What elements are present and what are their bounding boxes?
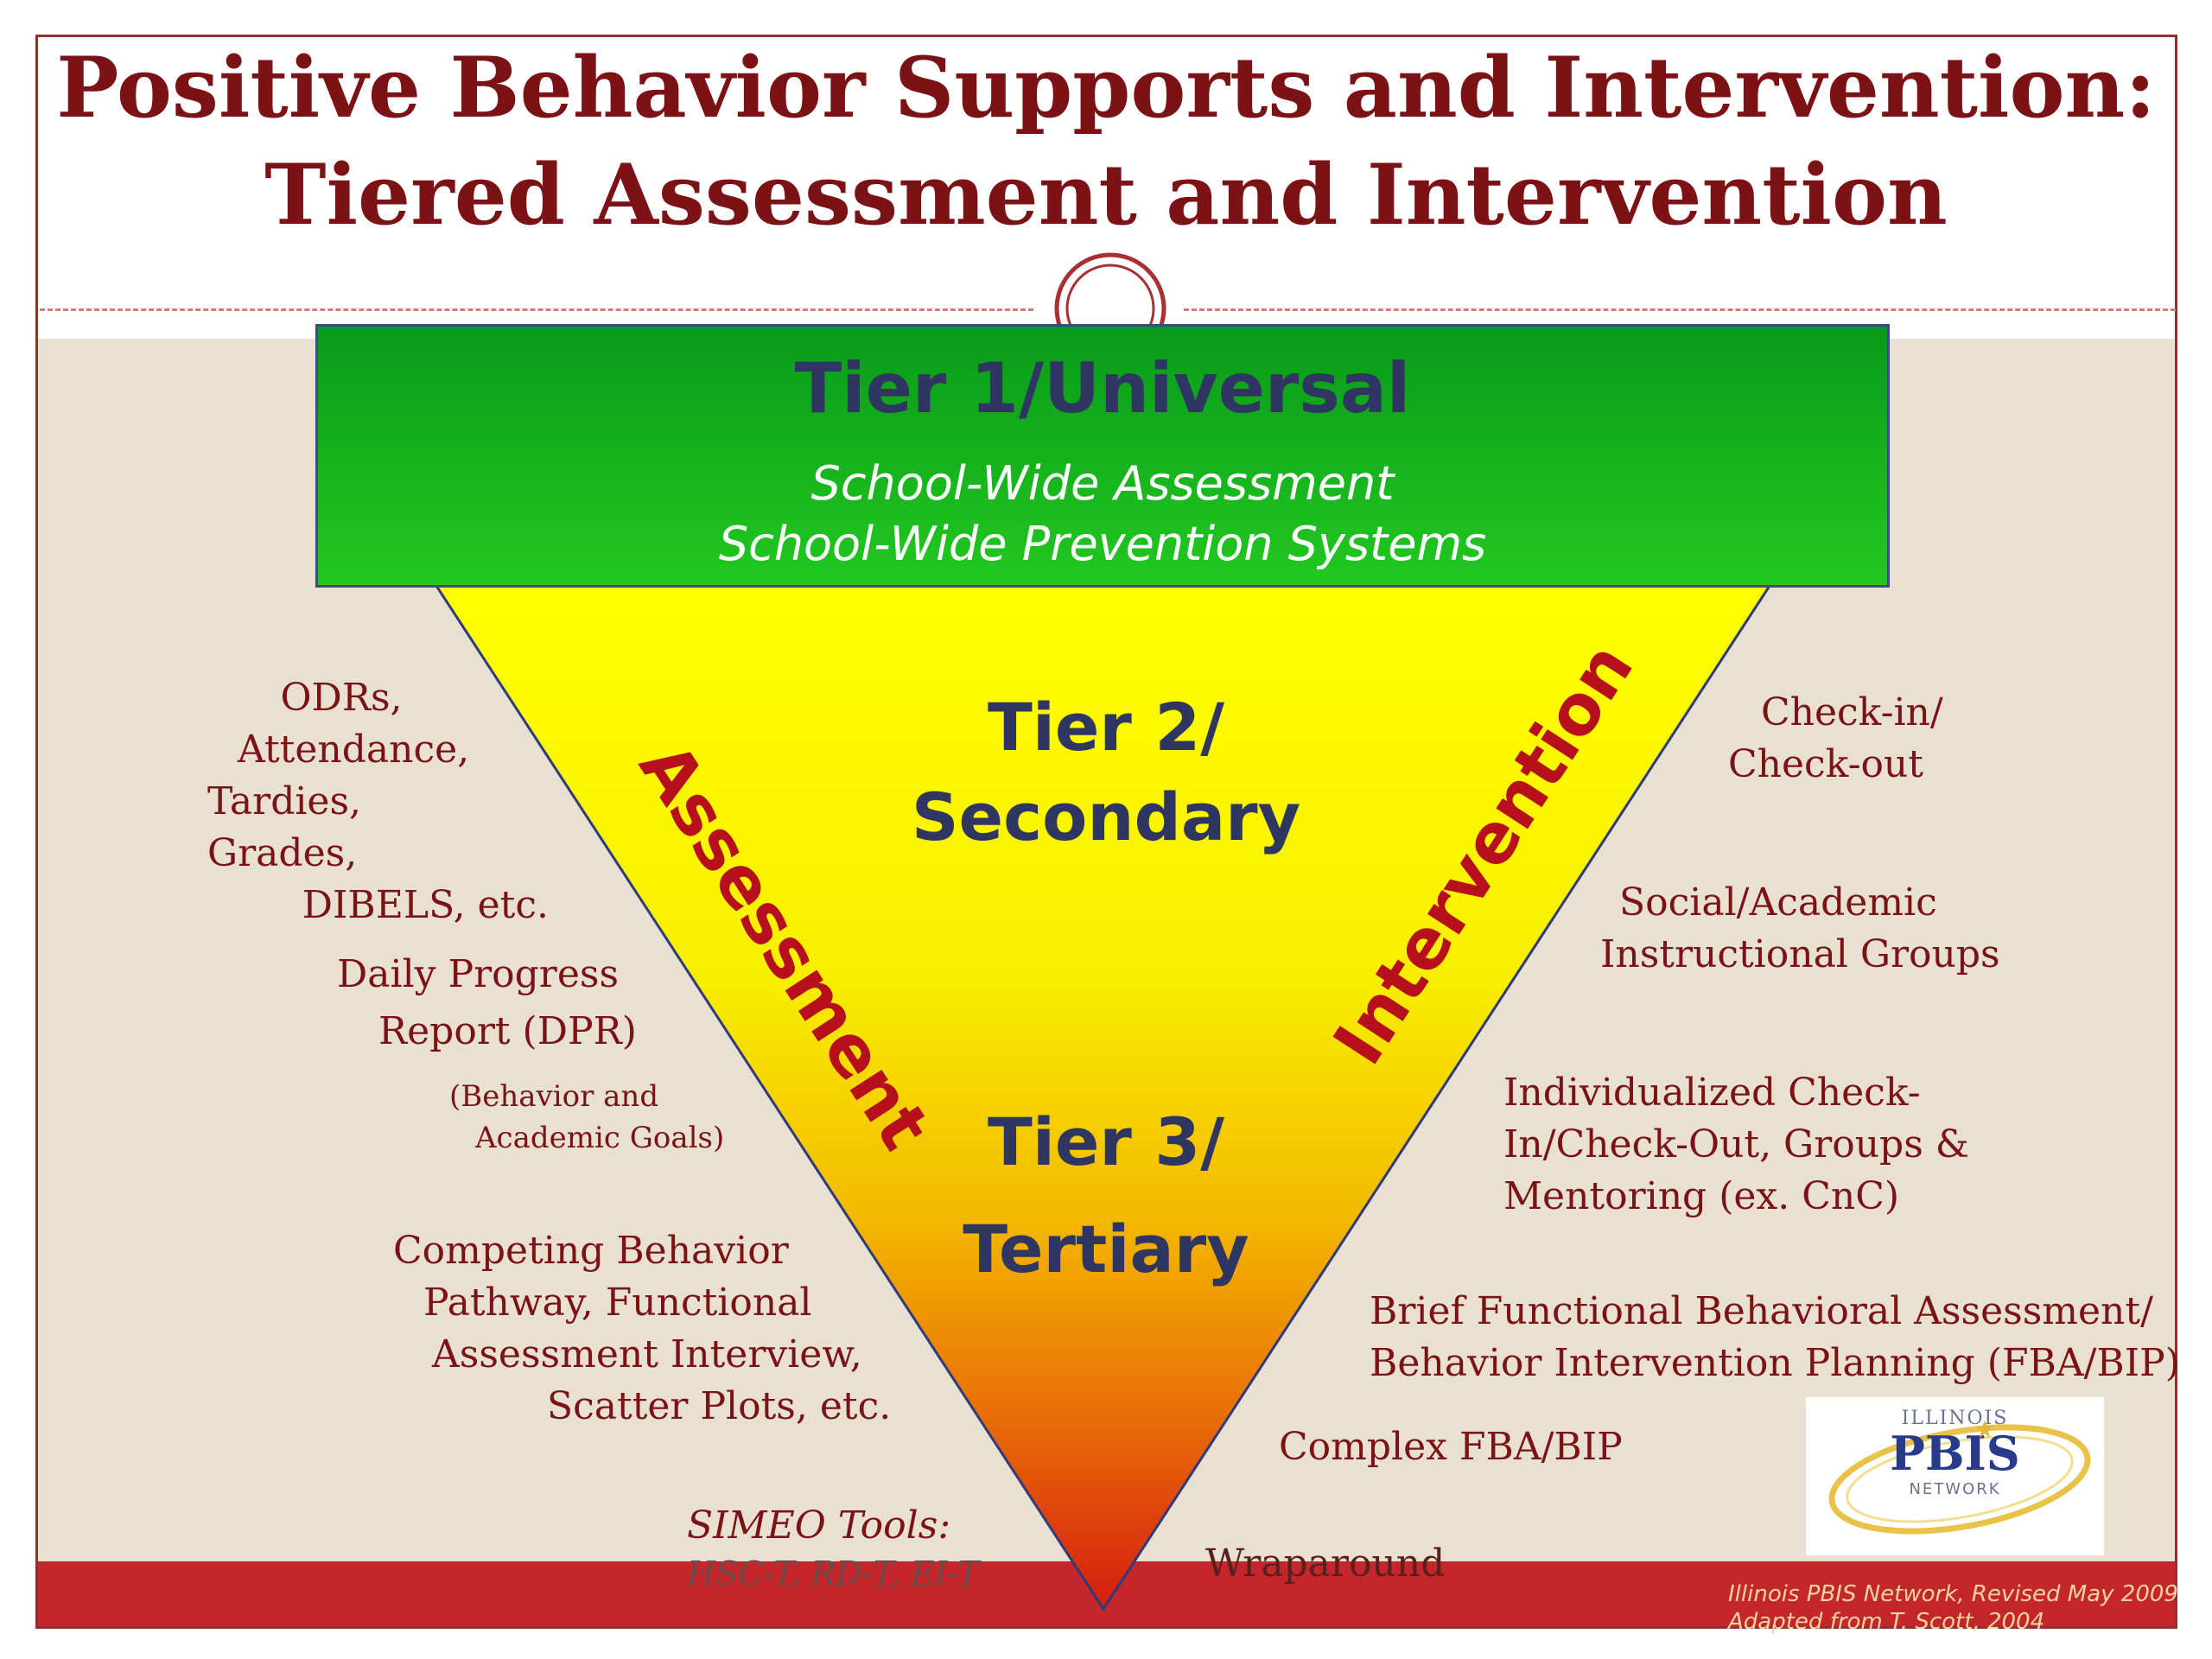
simeo-line-2: HSC-T, RD-T, EI-T <box>687 1554 980 1592</box>
assessment-competing: Competing Behavior Pathway, Functional A… <box>385 1225 903 1433</box>
tier2-label: Tier 2/ Secondary <box>830 683 1382 862</box>
assessment-simeo: SIMEO Tools: <box>687 1502 1084 1550</box>
ring-ornament-icon <box>1054 252 1166 341</box>
intervention-checkin: Check-in/ Check-out <box>1728 687 2091 791</box>
tier3-line-2: Tertiary <box>963 1211 1249 1287</box>
brief-fba-line-2: Behavior Intervention Planning (FBA/BIP) <box>1370 1341 2180 1385</box>
dpr-note-line-1: (Behavior and <box>449 1079 659 1114</box>
simeo-line-1: SIMEO Tools: <box>687 1503 951 1548</box>
tier1-box <box>315 324 1890 588</box>
social-line-1: Social/Academic <box>1619 880 1937 925</box>
social-line-2: Instructional Groups <box>1600 932 2000 976</box>
intervention-wraparound: Wraparound <box>1205 1541 1446 1586</box>
illinois-pbis-logo: ILLINOIS PBIS NETWORK <box>1806 1397 2104 1555</box>
assessment-dpr: Daily Progress Report (DPR) <box>328 949 657 1058</box>
logo-bottom-text: NETWORK <box>1909 1480 2001 1498</box>
logo-swoosh-icon <box>1828 1424 2091 1535</box>
competing-line-4: Scatter Plots, etc. <box>547 1384 892 1428</box>
assessment-dpr-note: (Behavior and Academic Goals) <box>449 1076 726 1159</box>
tier2-line-2: Secondary <box>911 779 1301 855</box>
odrs-line-2: Attendance, <box>238 728 470 772</box>
credit-line-2: Adapted from T. Scott, 2004 <box>1728 1609 2045 1635</box>
title-line-1: Positive Behavior Supports and Intervent… <box>56 39 2156 137</box>
star-icon <box>1976 1421 1993 1438</box>
competing-line-2: Pathway, Functional <box>423 1281 812 1325</box>
odrs-line-3: Tardies, Grades, <box>207 779 362 875</box>
divider-left <box>40 308 1033 311</box>
intervention-social: Social/Academic Instructional Groups <box>1600 877 2084 981</box>
logo-main-text: PBIS <box>1890 1426 2020 1481</box>
tier3-label: Tier 3/ Tertiary <box>830 1089 1382 1303</box>
slide-title: Positive Behavior Supports and Intervent… <box>52 35 2160 249</box>
dpr-note-line-2: Academic Goals) <box>475 1121 725 1155</box>
individualized-line-1: Individualized Check- <box>1503 1071 1921 1115</box>
credit-line-1: Illinois PBIS Network, Revised May 2009 <box>1728 1581 2178 1607</box>
tier1-heading: Tier 1/Universal <box>794 348 1411 429</box>
individualized-line-2: In/Check-Out, Groups & <box>1503 1122 1969 1166</box>
assessment-simeo-tools: HSC-T, RD-T, EI-T <box>687 1552 1084 1595</box>
tier3-line-1: Tier 3/ <box>987 1103 1224 1180</box>
competing-line-3: Assessment Interview, <box>432 1332 862 1376</box>
odrs-line-1: ODRs, <box>280 676 403 720</box>
odrs-line-4: DIBELS, etc. <box>302 883 549 927</box>
tier1-line-1: School-Wide Assessment <box>810 456 1395 511</box>
individualized-line-3: Mentoring (ex. CnC) <box>1503 1174 1900 1218</box>
competing-line-1: Competing Behavior <box>393 1229 789 1273</box>
intervention-individualized: Individualized Check- In/Check-Out, Grou… <box>1503 1067 2039 1223</box>
intervention-brief-fba: Brief Functional Behavioral Assessment/ … <box>1370 1286 2199 1389</box>
logo-top-text: ILLINOIS <box>1901 1408 2009 1429</box>
intervention-complex: Complex FBA/BIP <box>1279 1425 1623 1469</box>
divider-right <box>1184 308 2176 311</box>
checkin-line-1: Check-in/ <box>1761 690 1943 734</box>
dpr-line-1: Daily Progress <box>337 952 620 996</box>
assessment-odrs: ODRs, Attendance, Tardies, Grades, DIBEL… <box>173 672 549 931</box>
tier1-line-2: School-Wide Prevention Systems <box>718 517 1487 571</box>
brief-fba-line-1: Brief Functional Behavioral Assessment/ <box>1370 1289 2153 1333</box>
tier2-line-1: Tier 2/ <box>987 689 1224 766</box>
checkin-line-2: Check-out <box>1728 742 1923 786</box>
title-line-2: Tiered Assessment and Intervention <box>264 146 1948 244</box>
dpr-line-2: Report (DPR) <box>378 1009 637 1053</box>
